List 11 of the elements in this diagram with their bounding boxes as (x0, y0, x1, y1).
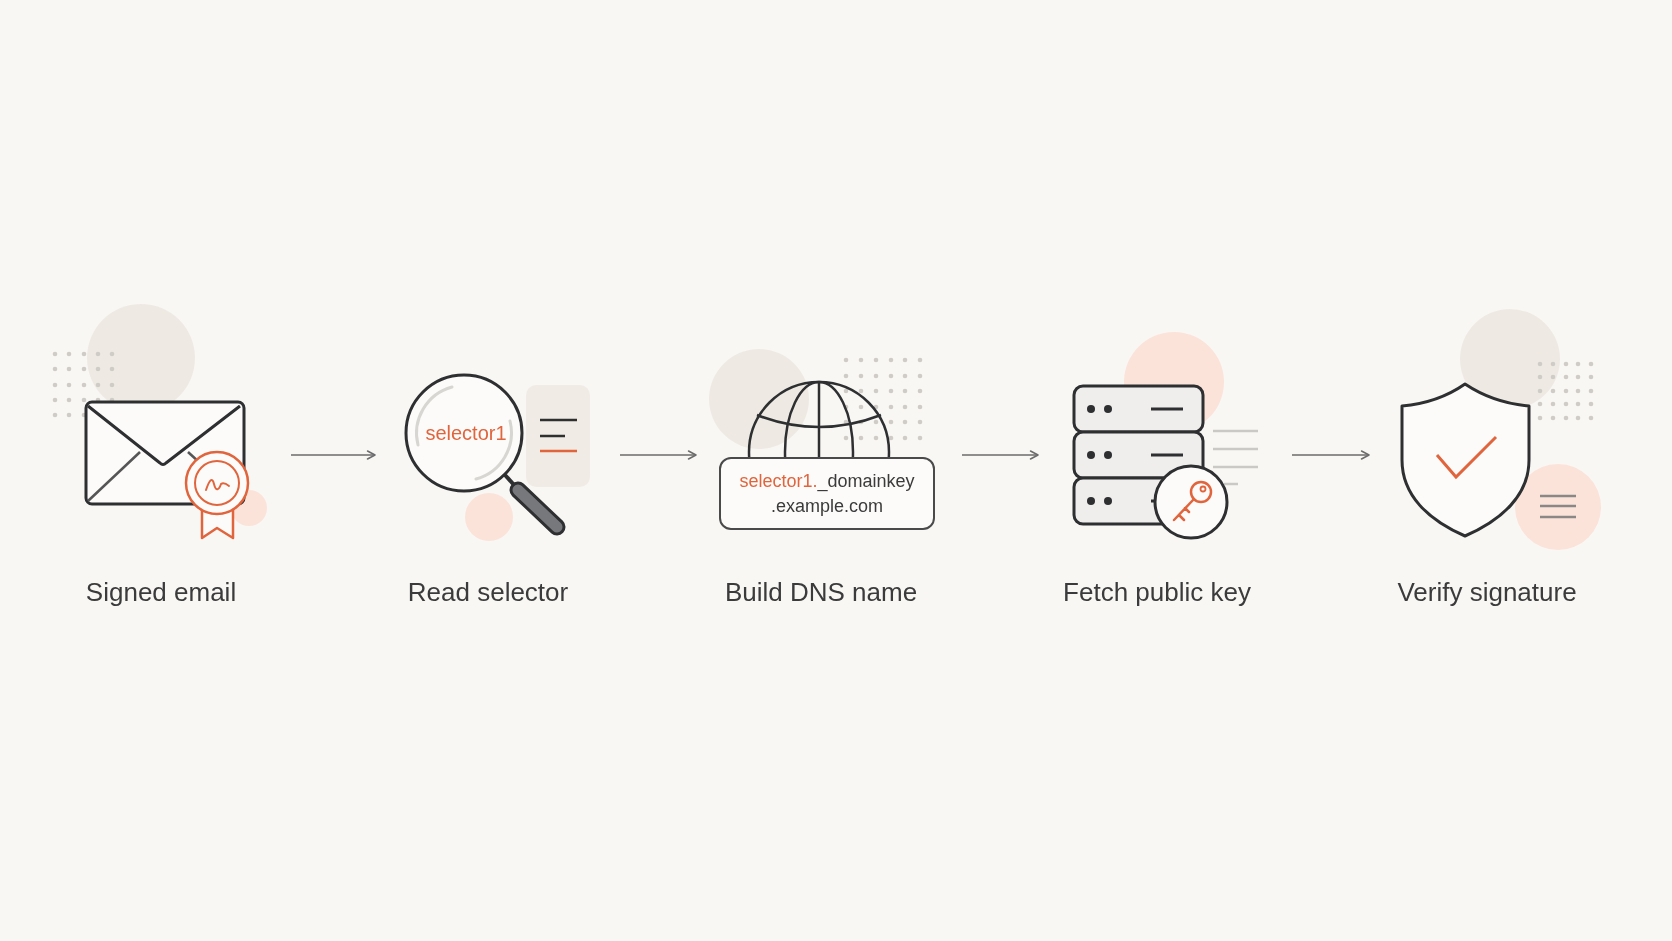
dns-name-card: selector1._domainkey .example.com (719, 457, 935, 530)
arrow (290, 450, 376, 460)
step-label: Read selector (407, 576, 569, 608)
lens-text: selector1 (425, 421, 507, 445)
step-label: Verify signature (1397, 576, 1577, 608)
step-label: Fetch public key (1063, 576, 1251, 608)
arrow (961, 450, 1039, 460)
step-label: Signed email (85, 576, 237, 608)
arrow (1291, 450, 1370, 460)
step-label: Build DNS name (724, 576, 918, 608)
arrow (619, 450, 697, 460)
